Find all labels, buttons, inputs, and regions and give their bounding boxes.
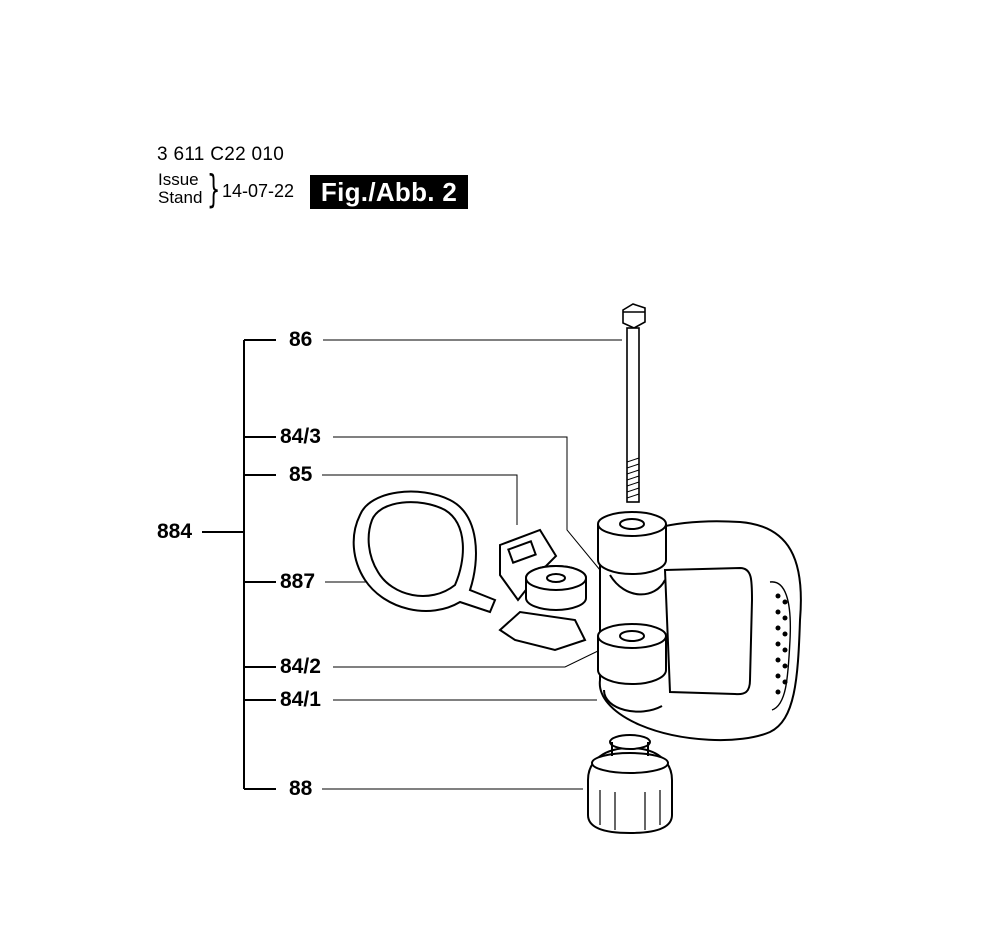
brace-symbol: }	[207, 167, 221, 211]
callout-84-3: 84/3	[280, 425, 321, 448]
clamp-band-887	[352, 490, 497, 614]
leader-85	[322, 474, 518, 525]
leader-84-2	[333, 649, 601, 668]
callout-84-2: 84/2	[280, 655, 321, 678]
callout-887: 887	[280, 570, 316, 593]
lower-jaw-84-2	[597, 623, 667, 713]
knob-88	[587, 734, 673, 835]
callout-85: 85	[289, 463, 313, 486]
stand-label: Stand	[158, 188, 203, 207]
part-number: 3 611 C22 010	[157, 144, 285, 165]
issue-stand-labels: Issue Stand	[158, 171, 202, 207]
issue-label: Issue	[158, 170, 199, 189]
callout-88: 88	[289, 777, 313, 800]
callout-86: 86	[289, 328, 313, 351]
callout-84-1: 84/1	[280, 688, 321, 711]
figure-badge: Fig./Abb. 2	[310, 175, 468, 209]
upper-jaw-84-3	[597, 511, 667, 596]
callout-884: 884	[157, 520, 193, 543]
handle-84-1	[598, 520, 802, 742]
bolt-86	[622, 303, 646, 503]
wing-nut-85	[498, 528, 587, 652]
leader-84-3	[333, 436, 601, 571]
issue-date: 14-07-22	[222, 181, 295, 201]
